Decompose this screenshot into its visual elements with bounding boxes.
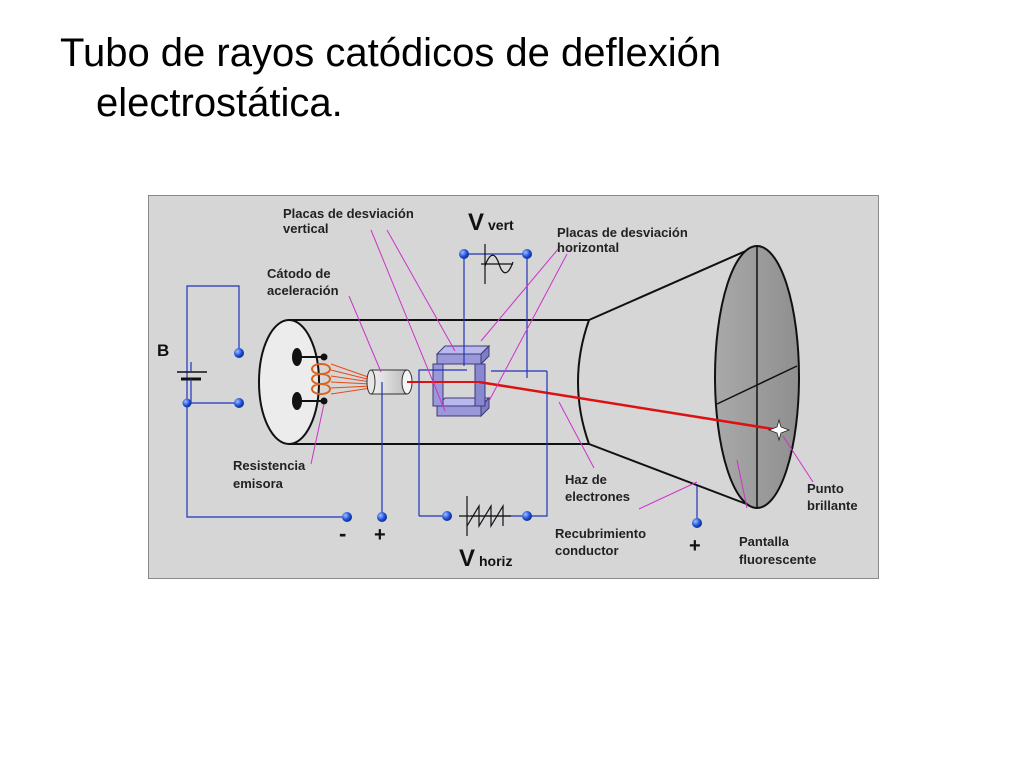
crt-diagram-svg: Placas de desviación vertical Cátodo de … <box>157 206 858 572</box>
terminal-heater-bottom <box>234 398 244 408</box>
accelerating-anode <box>366 369 413 395</box>
label-battery: B <box>157 341 169 360</box>
terminal-vhoriz-right <box>522 511 532 521</box>
label-punto-1: Punto <box>807 481 844 496</box>
slide-title: Tubo de rayos catódicos de deflexión ele… <box>60 28 960 128</box>
battery-icon <box>177 362 207 403</box>
terminal-vhoriz-left <box>442 511 452 521</box>
label-minus: - <box>339 521 346 546</box>
label-recubrimiento-1: Recubrimiento <box>555 526 646 541</box>
cathode-heater <box>292 348 331 410</box>
tube-bell <box>577 245 758 509</box>
terminal-plus-left <box>377 512 387 522</box>
label-catodo-2: aceleración <box>267 283 339 298</box>
label-placas-vertical-2: vertical <box>283 221 329 236</box>
label-catodo-1: Cátodo de <box>267 266 331 281</box>
bright-spot-icon <box>767 418 791 442</box>
terminal-battery <box>182 398 192 408</box>
label-resistencia-1: Resistencia <box>233 458 306 473</box>
label-plus-left: + <box>374 524 386 546</box>
label-v-vert-main: V <box>468 209 484 236</box>
v-horiz-signal-icon <box>459 496 511 536</box>
label-resistencia-2: emisora <box>233 476 284 491</box>
deflection-plates <box>432 344 491 418</box>
label-pantalla-2: fluorescente <box>739 552 816 567</box>
label-recubrimiento-2: conductor <box>555 543 619 558</box>
terminal-vvert-left <box>459 249 469 259</box>
label-haz-2: electrones <box>565 489 630 504</box>
label-placas-vertical-1: Placas de desviación <box>283 206 414 221</box>
fluorescent-screen <box>714 245 800 509</box>
label-punto-2: brillante <box>807 498 858 513</box>
v-vert-signal-icon <box>481 244 514 284</box>
terminal-plus-right <box>692 518 702 528</box>
terminal-vvert-right <box>522 249 532 259</box>
terminal-minus <box>342 512 352 522</box>
label-v-horiz-sub: horiz <box>479 553 512 569</box>
slide-title-line-2: electrostática. <box>96 81 343 125</box>
label-placas-horizontal-2: horizontal <box>557 240 619 255</box>
label-plus-right: + <box>689 535 701 557</box>
electron-emission <box>330 363 372 395</box>
label-v-vert-sub: vert <box>488 217 514 233</box>
slide-title-line-1: Tubo de rayos catódicos de deflexión <box>60 31 722 75</box>
terminals <box>182 249 702 528</box>
label-v-horiz-main: V <box>459 545 475 572</box>
label-haz-1: Haz de <box>565 472 607 487</box>
label-pantalla-1: Pantalla <box>739 534 790 549</box>
crt-diagram: Placas de desviación vertical Cátodo de … <box>148 195 879 579</box>
leader-lines <box>310 229 814 510</box>
label-placas-horizontal-1: Placas de desviación <box>557 225 688 240</box>
terminal-heater-top <box>234 348 244 358</box>
